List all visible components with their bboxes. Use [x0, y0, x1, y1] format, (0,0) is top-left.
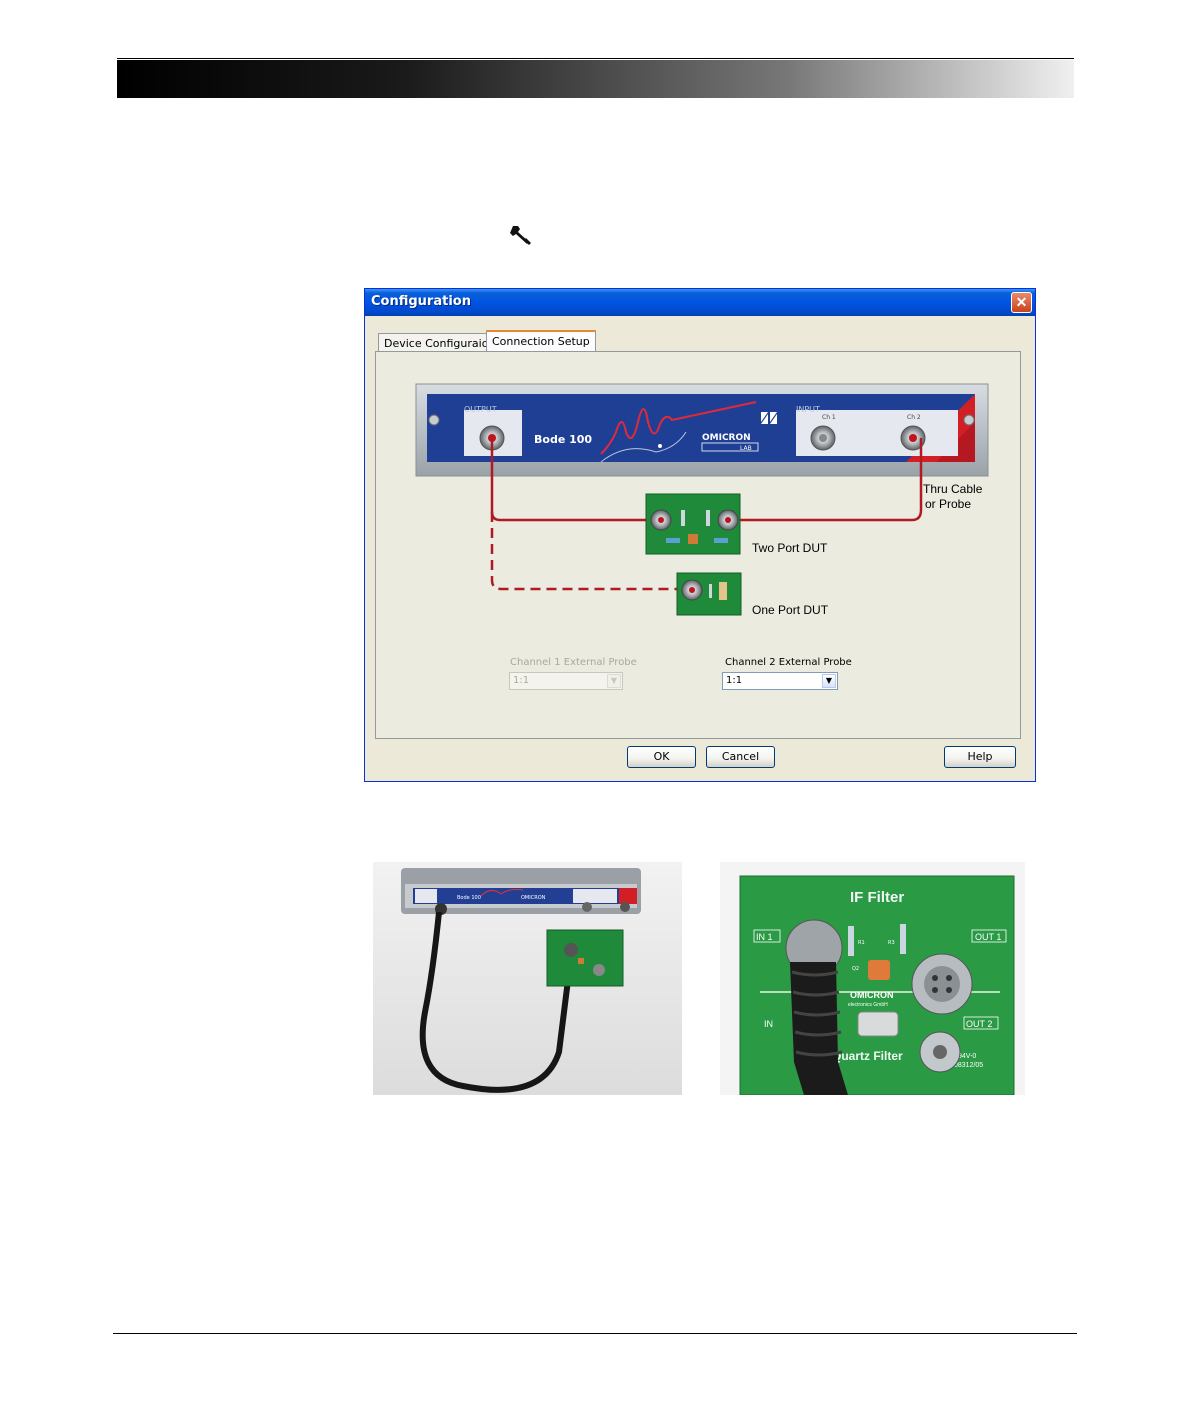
output-label: OUTPUT	[464, 405, 497, 414]
tab-connection-setup[interactable]: Connection Setup	[486, 330, 596, 352]
q2-label: Q2	[852, 966, 859, 972]
ch2-label: Ch 2	[907, 414, 921, 421]
footer-rule	[113, 1333, 1077, 1334]
channel2-label: Channel 2 External Probe	[725, 657, 852, 668]
thru-cable-label: Thru Cable	[923, 482, 983, 496]
ch1-label: Ch 1	[822, 414, 836, 421]
in1-label: IN 1	[756, 932, 773, 942]
company-label: OMICRON	[850, 990, 894, 1000]
out1-label: OUT 1	[975, 932, 1001, 942]
photo-cable	[419, 911, 572, 1093]
board-mark-2: 08312/05	[954, 1062, 983, 1069]
channel1-label: Channel 1 External Probe	[510, 657, 637, 668]
out2-label: OUT 2	[966, 1019, 992, 1029]
bode-setup-photo: Bode 100 OMICRON	[373, 862, 682, 1095]
dialog-title: Configuration	[371, 294, 471, 309]
bode-curve	[600, 401, 757, 455]
company-sub-label: electronics GmbH	[848, 1002, 888, 1008]
r1-label: R1	[858, 940, 865, 946]
chevron-down-icon: ▼	[607, 674, 621, 688]
quartz-label: Quartz Filter	[832, 1049, 903, 1063]
channel1-select: 1:1 ▼	[509, 672, 623, 690]
tab-device-configuration[interactable]: Device Configuraion	[378, 333, 502, 352]
model-label: Bode 100	[534, 433, 592, 446]
title-bar: Configuration ✕	[365, 289, 1035, 316]
brand-label: OMICRON	[702, 433, 751, 443]
one-port-dashed-cable	[490, 512, 688, 591]
photo-device-label: Bode 100	[457, 895, 481, 901]
ok-button[interactable]: OK	[627, 746, 696, 768]
channel1-value: 1:1	[513, 675, 530, 686]
header-gradient-bar	[117, 60, 1074, 98]
input-label: INPUT	[796, 405, 820, 414]
header-rule	[117, 58, 1074, 59]
in2-label: IN	[764, 1019, 773, 1029]
help-button[interactable]: Help	[944, 746, 1016, 768]
configuration-dialog: Configuration ✕ Device Configuraion Conn…	[364, 288, 1036, 782]
omicron-logo-icon	[761, 412, 777, 424]
channel2-value: 1:1	[726, 675, 743, 686]
connection-diagram: OUTPUT INPUT Ch 1 Ch 2 Bode 100 OMICRON …	[415, 383, 989, 617]
connection-setup-panel: OUTPUT INPUT Ch 1 Ch 2 Bode 100 OMICRON …	[375, 351, 1021, 739]
channel2-select[interactable]: 1:1 ▼	[722, 672, 838, 690]
board-title: IF Filter	[850, 889, 904, 906]
if-filter-board-photo: IF Filter IN 1 OUT 1 IN OUT 2 OMICRON el…	[720, 862, 1025, 1095]
thru-cable	[728, 438, 923, 522]
or-probe-label: or Probe	[925, 497, 971, 511]
brand-sub-label: LAB	[740, 445, 752, 452]
photo-brand-label: OMICRON	[521, 895, 546, 901]
cancel-button[interactable]: Cancel	[706, 746, 775, 768]
board-mark-1: 94V-0	[958, 1053, 976, 1060]
two-port-label: Two Port DUT	[752, 541, 828, 555]
chevron-down-icon[interactable]: ▼	[822, 674, 836, 688]
one-port-label: One Port DUT	[752, 603, 829, 617]
screw-left	[428, 414, 440, 426]
screw-right	[963, 414, 975, 426]
wrench-icon	[510, 226, 531, 245]
r3-label: R3	[888, 940, 895, 946]
close-button[interactable]: ✕	[1011, 292, 1032, 313]
